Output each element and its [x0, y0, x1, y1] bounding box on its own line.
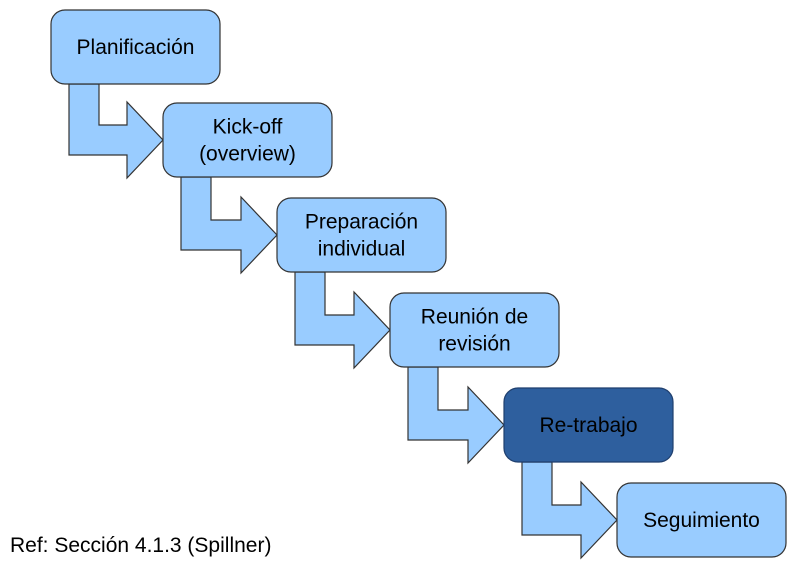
step-box-6: Seguimiento	[616, 482, 787, 558]
step-label: revisión	[438, 333, 510, 356]
step-box-shape	[389, 292, 560, 368]
arrows-layer	[68, 83, 618, 560]
reference-caption: Ref: Sección 4.1.3 (Spillner)	[10, 534, 272, 557]
flow-arrow-4-to-5	[407, 366, 505, 465]
step-box-shape	[50, 9, 221, 85]
step-label: Reunión de	[421, 306, 528, 329]
step-label: individual	[318, 238, 406, 261]
step-label: Re-trabajo	[539, 414, 637, 437]
flow-arrow-1-to-2	[68, 83, 164, 180]
step-box-shape	[162, 102, 333, 178]
step-label: Planificación	[77, 36, 195, 59]
flow-arrow-5-to-6	[521, 461, 618, 560]
step-box-2: Kick-off (overview)	[162, 102, 333, 178]
flow-arrow-3-to-4	[294, 271, 391, 370]
step-label: Preparación	[305, 211, 418, 234]
step-label: Kick-off	[213, 116, 283, 139]
step-label: Seguimiento	[643, 509, 760, 532]
step-box-5: Re-trabajo	[503, 387, 674, 463]
step-box-shape	[503, 387, 674, 463]
step-label: (overview)	[199, 143, 296, 166]
step-box-1: Planificación	[50, 9, 221, 85]
step-box-shape	[276, 197, 447, 273]
step-box-4: Reunión de revisión	[389, 292, 560, 368]
step-box-shape	[616, 482, 787, 558]
step-box-3: Preparación individual	[276, 197, 447, 273]
flow-arrow-2-to-3	[180, 176, 278, 275]
